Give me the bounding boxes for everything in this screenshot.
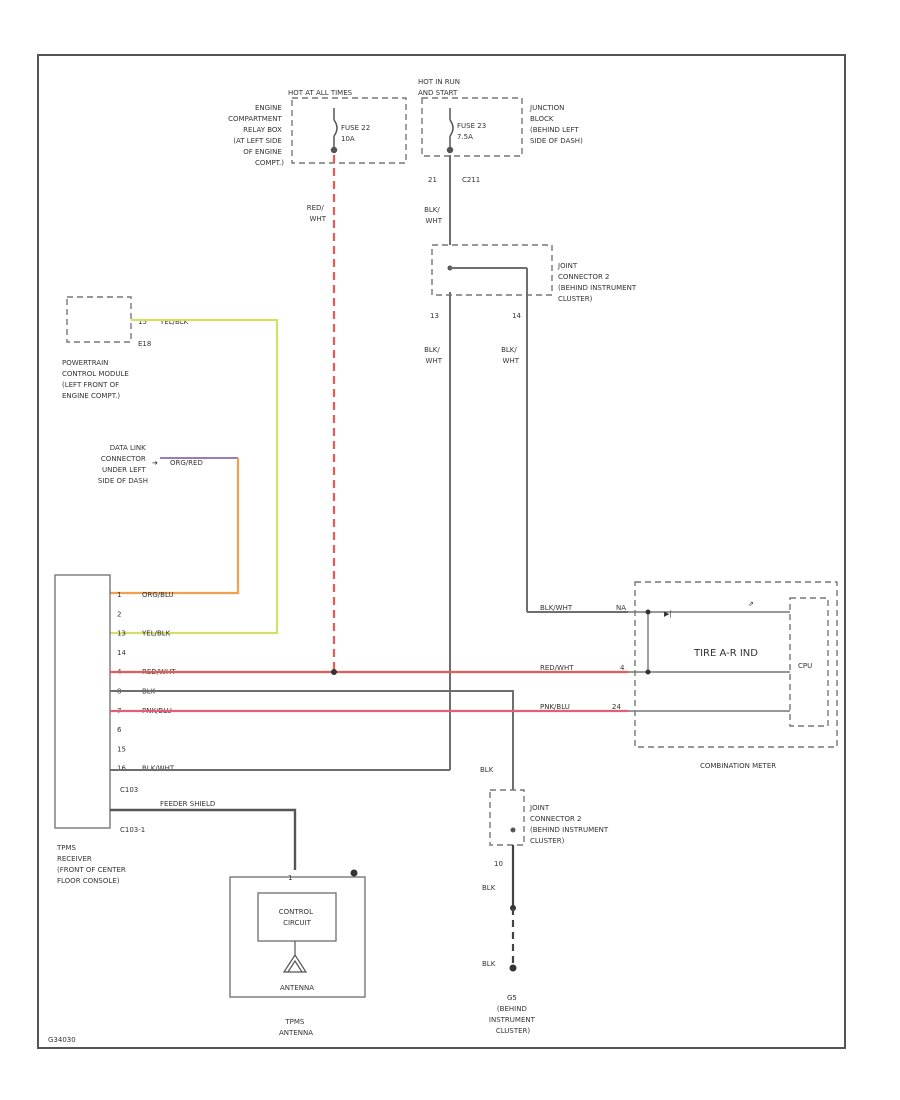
combination-meter-outline <box>634 581 838 748</box>
tpms-pin-wire-color: BLK/WHT <box>142 765 175 773</box>
meter-wire-mid-label: RED/WHT <box>540 664 574 672</box>
feeder-shield-wire <box>110 808 297 870</box>
tpms-pin-wire-color: YEL/BLK <box>141 630 171 638</box>
junction-block-label: JUNCTION BLOCK (BEHIND LEFT SIDE OF DASH… <box>529 104 583 145</box>
blk-low-label: BLK <box>482 960 496 968</box>
fuse-23-symbol <box>446 108 454 154</box>
joint-connector-bottom-outline <box>489 789 525 846</box>
tpms-pin-number: 16 <box>117 765 126 773</box>
joint-connector-top-label: JOINT CONNECTOR 2 (BEHIND INSTRUMENT CLU… <box>557 262 638 303</box>
fuse-22-symbol <box>330 108 338 154</box>
ground-point-icon <box>509 964 517 972</box>
red-wht-splice <box>331 669 337 675</box>
tpms-pin-number: 14 <box>117 649 126 657</box>
joint-connector-bottom-node <box>510 827 516 833</box>
meter-wire-low-pin: 24 <box>612 703 621 711</box>
diagram-code: G34030 <box>48 1036 76 1044</box>
red-wht-vertical-label: RED/ WHT <box>307 204 327 223</box>
meter-splice-top <box>645 609 651 615</box>
dlc-wire-label: ORG/RED <box>170 459 203 467</box>
pcm-outline <box>66 296 132 343</box>
junction-block-outline <box>421 97 523 157</box>
tpms-pin-number: 13 <box>117 630 126 638</box>
tpms-pin-number: 1 <box>117 591 121 599</box>
diagram-frame <box>37 54 846 1049</box>
fuse-23-label: FUSE 23 7.5A <box>457 122 488 141</box>
blk-wht-top-label: BLK/ WHT <box>424 206 443 225</box>
pin-21-label: 21 <box>428 176 437 184</box>
fuse-22-label: FUSE 22 10A <box>341 124 372 143</box>
tpms-antenna-label: TPMS ANTENNA <box>279 1018 313 1037</box>
yel-blk-wire <box>110 318 279 635</box>
joint-connector-top-outline <box>431 244 553 296</box>
meter-wire-low-label: PNK/BLU <box>540 703 570 711</box>
dlc-arrow: ➔ <box>152 459 158 467</box>
pcm-pin-label: 15 <box>138 318 147 326</box>
cpu-box <box>789 597 829 727</box>
blk-wht-right-label: BLK/ WHT <box>501 346 520 365</box>
combination-meter-label: COMBINATION METER <box>700 762 776 770</box>
meter-wire-top-label: BLK/WHT <box>540 604 573 612</box>
dlc-label: DATA LINK CONNECTOR UNDER LEFT SIDE OF D… <box>98 444 148 485</box>
connector-c211-label: C211 <box>462 176 480 184</box>
antenna-pin-mark: 1 <box>288 874 292 882</box>
joint-connector-bottom-label: JOINT CONNECTOR 2 (BEHIND INSTRUMENT CLU… <box>529 804 610 845</box>
connector-c103-label: C103 <box>120 786 138 794</box>
engine-relay-box-outline <box>291 97 407 164</box>
led-ray-icon: ⇗ <box>748 600 754 608</box>
feeder-shield-label: FEEDER SHIELD <box>160 800 215 808</box>
control-circuit-box <box>257 892 337 942</box>
blk-wire-from-receiver <box>110 690 514 790</box>
tpms-receiver-pins: 1ORG/BLU213YEL/BLK144RED/WHT8BLK7PNK/BLU… <box>117 591 176 773</box>
pin-14-label: 14 <box>512 312 521 320</box>
pcm-wire-label: YEL/BLK <box>159 318 189 326</box>
meter-internal-circuit <box>628 611 790 712</box>
hot-in-run-label: HOT IN RUN <box>418 78 460 86</box>
antenna-shield-dot <box>350 869 358 877</box>
pcm-label: POWERTRAIN CONTROL MODULE (LEFT FRONT OF… <box>62 359 131 400</box>
tpms-pin-number: 2 <box>117 610 121 618</box>
meter-splice-mid <box>645 669 651 675</box>
meter-wire-mid-pin: 4 <box>620 664 625 672</box>
org-blu-wire <box>110 458 240 595</box>
pin-10-label: 10 <box>494 860 503 868</box>
blk-mid-label: BLK <box>482 884 496 892</box>
meter-wire-top-pin: NA <box>616 604 626 612</box>
tpms-receiver-box <box>54 574 111 829</box>
tpms-receiver-label: TPMS RECEIVER (FRONT OF CENTER FLOOR CON… <box>56 844 128 885</box>
antenna-box-label: ANTENNA <box>280 984 314 992</box>
blk-wht-left-label: BLK/ WHT <box>424 346 443 365</box>
antenna-icon <box>282 941 308 973</box>
connector-c103-1-label: C103-1 <box>120 826 145 834</box>
hot-in-run-label-2: AND START <box>418 89 458 97</box>
engine-relay-box-label: ENGINE COMPARTMENT RELAY BOX (AT LEFT SI… <box>228 104 284 167</box>
pin-13-label: 13 <box>430 312 439 320</box>
tpms-pin-number: 15 <box>117 745 126 753</box>
pcm-connector-label: E18 <box>138 340 151 348</box>
cpu-label: CPU <box>798 662 812 670</box>
blk-top-lower-label: BLK <box>480 766 494 774</box>
control-circuit-label: CONTROL CIRCUIT <box>279 908 315 927</box>
tpms-pin-number: 6 <box>117 726 122 734</box>
tire-indicator-label: TIRE A-R IND <box>693 648 758 659</box>
led-diode-icon: ▶| <box>664 610 672 618</box>
tpms-pin-wire-color: ORG/BLU <box>142 591 174 599</box>
ground-label: G5 (BEHIND INSTRUMENT CLUSTER) <box>489 994 537 1035</box>
hot-at-all-times-label: HOT AT ALL TIMES <box>288 89 353 97</box>
